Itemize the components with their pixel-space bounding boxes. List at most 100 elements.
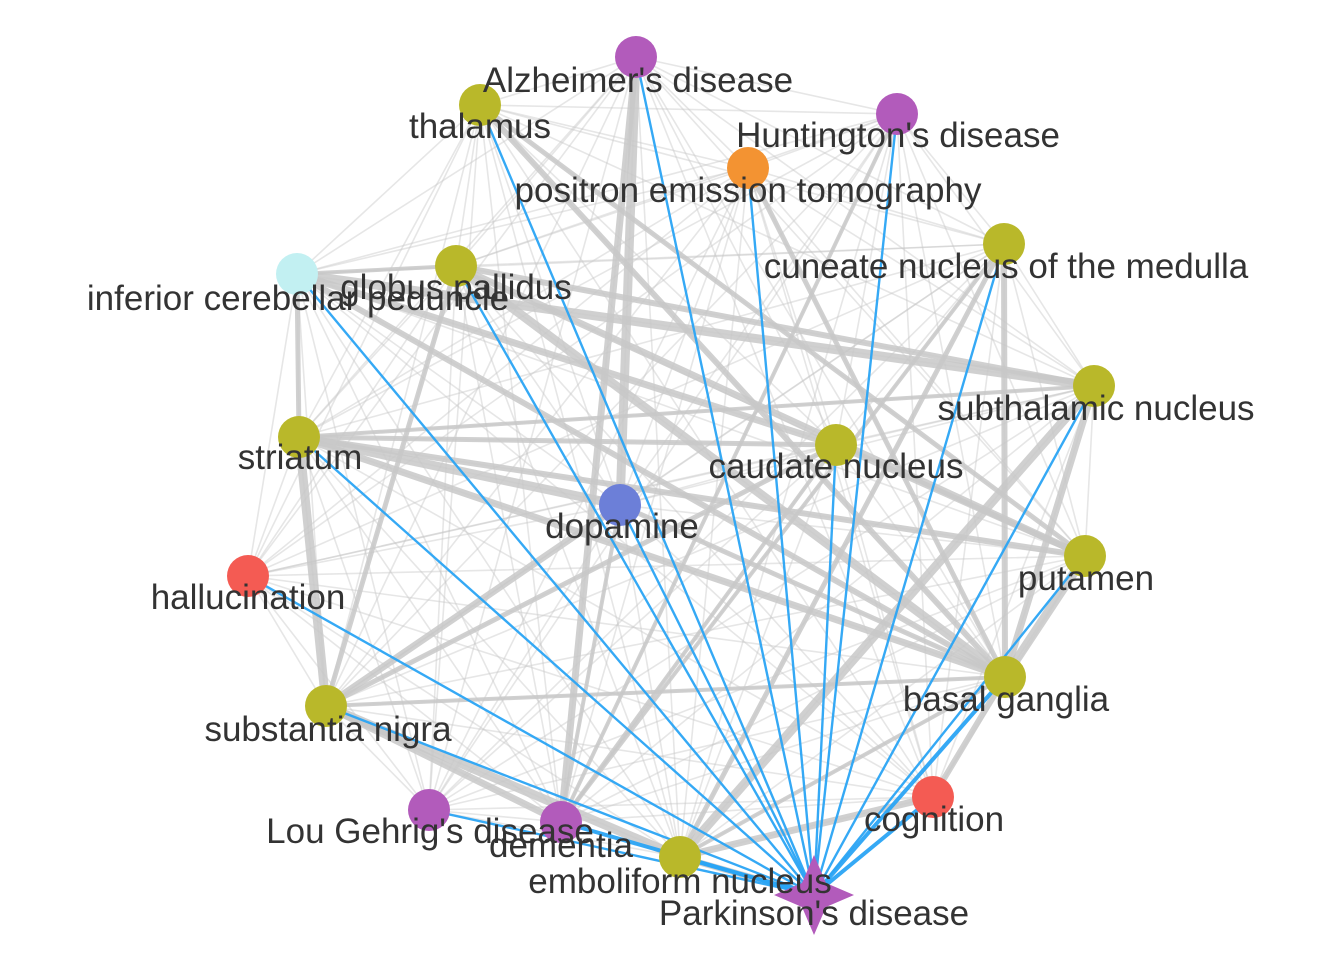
strong-edge-str-sn [294, 432, 331, 711]
edge-dop-cog [619, 504, 934, 798]
strong-edge-cun-bg [1001, 241, 1008, 680]
edge-pet-lou [428, 167, 749, 811]
label-lou: Lou Gehrig's disease [266, 812, 594, 851]
edge-thal-pet [479, 104, 749, 169]
edge-hunt-emb [679, 113, 898, 858]
node-stn[interactable] [1073, 365, 1115, 407]
star-node-pd[interactable] [774, 855, 854, 935]
node-cun[interactable] [983, 223, 1025, 265]
pd-edge-icp [295, 272, 816, 897]
node-sn[interactable] [305, 685, 347, 727]
edge-hal-bg [247, 575, 1006, 678]
node-bg[interactable] [984, 656, 1026, 698]
edge-put-emb [679, 555, 1086, 858]
node-dem[interactable] [540, 801, 582, 843]
edge-hal-sn [247, 575, 327, 707]
label-alz: Alzheimer's disease [483, 61, 793, 100]
strong-edge-sn-bg [324, 675, 1007, 708]
node-hunt[interactable] [876, 93, 918, 135]
strong-edge-icp-cau [293, 270, 840, 449]
edge-cun-put [1003, 243, 1086, 557]
strong-edge-icp-stn [292, 269, 1099, 391]
node-gp[interactable] [435, 245, 477, 287]
edge-icp-lou [296, 273, 430, 811]
edge-pet-dop [619, 167, 749, 506]
edge-alz-hunt [635, 56, 898, 115]
strong-edge-hunt-dem [559, 112, 899, 824]
edge-alz-icp [296, 56, 637, 275]
edge-alz-thal [479, 56, 637, 106]
node-put[interactable] [1064, 535, 1106, 577]
edge-gp-cog [455, 265, 934, 798]
edge-cog-dem [560, 796, 934, 823]
label-bg: basal ganglia [903, 680, 1110, 719]
label-dop: dopamine [545, 507, 699, 546]
edge-cun-lou [428, 243, 1005, 811]
edge-hunt-cau [835, 113, 898, 446]
pd-edge-bg [812, 675, 1007, 897]
edge-pet-hal [247, 167, 749, 577]
edge-hunt-cog [896, 113, 934, 798]
edge-gp-emb [455, 265, 681, 858]
strong-edge-icp-str [294, 271, 302, 440]
edge-hunt-put [896, 113, 1086, 557]
edge-hunt-sn [325, 113, 898, 707]
node-dop[interactable] [599, 484, 641, 526]
label-hal: hallucination [151, 578, 346, 617]
node-icp[interactable] [276, 253, 318, 295]
edge-cun-cog [932, 243, 1005, 798]
pd-edge-sn [324, 704, 816, 897]
node-hal[interactable] [227, 555, 269, 597]
edge-lou-dem [428, 809, 562, 823]
node-cau[interactable] [815, 424, 857, 466]
edge-stn-cau [835, 385, 1095, 446]
node-str[interactable] [278, 416, 320, 458]
edge-gp-hal [247, 265, 457, 577]
edge-cau-hal [247, 444, 837, 577]
pd-edge-gp [454, 264, 816, 897]
pd-edge-cun [812, 242, 1006, 897]
edge-alz-put [635, 56, 1086, 557]
label-str: striatum [238, 438, 362, 477]
label-put: putamen [1018, 559, 1154, 598]
edge-hunt-str [298, 113, 898, 438]
strong-edge-cau-sn [323, 442, 839, 709]
strong-edge-bg-dop [617, 502, 1008, 680]
edge-alz-cun [635, 56, 1005, 245]
edge-str-emb [298, 436, 681, 858]
pd-edge-cog [812, 795, 935, 897]
pd-edge-hunt [812, 112, 899, 897]
pd-edge-dop [618, 503, 816, 897]
node-cog[interactable] [912, 776, 954, 818]
label-emb: emboliform nucleus [528, 862, 831, 901]
node-alz[interactable] [615, 36, 657, 78]
node-thal[interactable] [459, 84, 501, 126]
node-emb[interactable] [659, 836, 701, 878]
edge-thal-cau [479, 104, 837, 446]
pd-edge-thal [478, 103, 816, 897]
strong-edge-gp-bg [451, 261, 1010, 682]
edge-alz-gp [455, 56, 637, 267]
strong-edge-sn-emb [321, 701, 685, 862]
strong-edge-icp-bg [294, 271, 1008, 680]
graph-edges [246, 52, 1099, 898]
strong-edge-alz-dop [615, 52, 641, 510]
edge-alz-bg [635, 56, 1006, 678]
strong-edge-cun-dem [559, 242, 1006, 824]
node-pet[interactable] [727, 147, 769, 189]
edge-icp-dem [296, 273, 562, 823]
label-cau: caudate nucleus [709, 447, 964, 486]
pd-edge-pet [746, 166, 816, 897]
edge-str-cog [298, 436, 934, 798]
node-lou[interactable] [408, 789, 450, 831]
label-sn: substantia nigra [204, 710, 452, 749]
strong-edge-dop-dem [559, 503, 622, 824]
pd-edge-lou [427, 808, 816, 897]
edge-icp-put [296, 273, 1086, 557]
edge-thal-hunt [479, 104, 898, 115]
edge-alz-cau [635, 56, 837, 446]
edge-hunt-gp [455, 113, 898, 267]
pd-edge-hal [246, 574, 816, 897]
